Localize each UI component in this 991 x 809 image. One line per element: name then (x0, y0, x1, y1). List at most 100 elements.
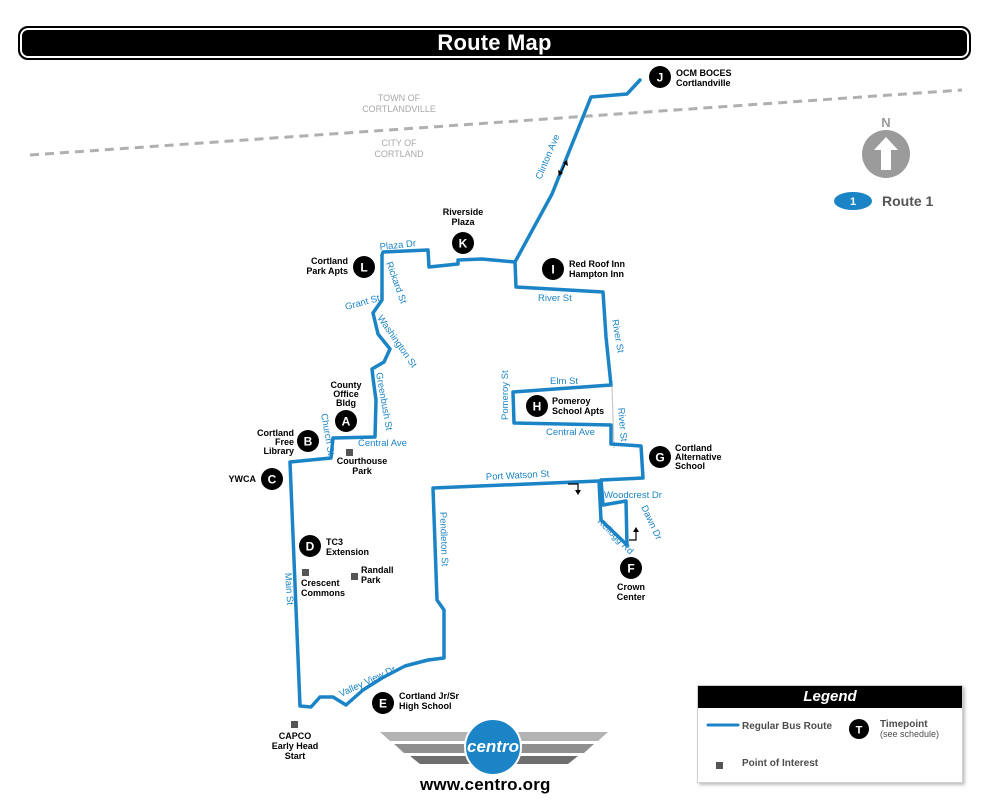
timepoint-g-letter: G (655, 451, 664, 465)
timepoint-f-name-line2: Center (617, 592, 646, 602)
north-arrow-icon (862, 130, 910, 178)
timepoint-k-letter: K (459, 237, 468, 251)
timepoint-c-letter: C (268, 473, 277, 487)
poi-capco: CAPCO Early Head Start (272, 721, 319, 761)
street-label-elm: Elm St (550, 376, 578, 387)
poi-courthouse-line1: Courthouse (337, 456, 388, 466)
boundary-south-line2: CORTLAND (374, 149, 424, 159)
timepoint-g-name-line1: Cortland (675, 443, 712, 453)
poi-courthouse-park: Courthouse Park (337, 449, 388, 476)
timepoint-b[interactable]: B Cortland Free Library (257, 428, 319, 456)
timepoint-d[interactable]: D TC3 Extension (299, 535, 369, 557)
timepoint-l-name-line1: Cortland (311, 256, 348, 266)
street-label-river-s: River St (615, 407, 629, 442)
timepoint-e-name-line1: Cortland Jr/Sr (399, 691, 460, 701)
poi-randall-park: Randall Park (351, 565, 394, 585)
timepoint-a-name-line1: County (331, 380, 362, 390)
poi-capco-line2: Early Head (272, 741, 319, 751)
poi-square-icon (291, 721, 298, 728)
street-label-central-e: Central Ave (546, 427, 595, 438)
legend-timepoint-sub: (see schedule) (880, 729, 940, 739)
street-label-river: River St (538, 293, 572, 304)
timepoint-d-letter: D (306, 540, 315, 554)
title-bar: Route Map (18, 26, 971, 60)
timepoint-f-name-line1: Crown (617, 582, 645, 592)
poi-crescent-line2: Commons (301, 588, 345, 598)
timepoint-b-name-line1: Cortland (257, 428, 294, 438)
timepoint-c-name: YWCA (229, 474, 257, 484)
poi-square-icon (351, 573, 358, 580)
timepoint-e-name-line2: High School (399, 701, 452, 711)
timepoint-b-letter: B (304, 435, 313, 449)
poi-crescent-line1: Crescent (301, 578, 340, 588)
street-label-dawn: Dawn Dr (638, 504, 664, 542)
timepoint-h-letter: H (533, 400, 542, 414)
poi-capco-line1: CAPCO (279, 731, 312, 741)
timepoint-a-name-line3: Bldg (336, 398, 356, 408)
boundary-north-line2: CORTLANDVILLE (362, 104, 436, 114)
timepoint-h-name-line2: School Apts (552, 406, 604, 416)
timepoint-a[interactable]: A County Office Bldg (331, 380, 362, 432)
page-title: Route Map (437, 30, 552, 55)
route-badge-number: 1 (850, 196, 856, 208)
timepoint-i-letter: I (551, 263, 554, 277)
timepoint-e[interactable]: E Cortland Jr/Sr High School (372, 691, 460, 714)
street-label-main: Main St (282, 572, 295, 605)
timepoint-h-name-line1: Pomeroy (552, 396, 591, 406)
timepoint-j-letter: J (657, 71, 664, 85)
timepoint-c[interactable]: C YWCA (229, 468, 284, 490)
timepoint-h[interactable]: H Pomeroy School Apts (526, 395, 604, 417)
street-label-plaza: Plaza Dr (379, 238, 416, 253)
poi-randall-line1: Randall (361, 565, 394, 575)
route-badge-label: Route 1 (882, 193, 934, 209)
street-label-rickard: Rickard St (383, 260, 408, 305)
timepoint-j[interactable]: J OCM BOCES Cortlandville (649, 66, 732, 88)
direction-arrow-icon (558, 160, 568, 176)
street-label-central-w: Central Ave (358, 438, 407, 449)
street-label-clinton: Clinton Ave (534, 133, 563, 181)
timepoint-f[interactable]: F Crown Center (617, 557, 646, 602)
boundary-north-line1: TOWN OF (378, 93, 421, 103)
legend-timepoint-label: Timepoint (880, 719, 928, 730)
street-label-river-n: River St (609, 319, 626, 355)
timepoint-b-name-line3: Library (263, 446, 294, 456)
timepoint-l-letter: L (360, 261, 367, 275)
legend-symbols: T (706, 719, 869, 769)
street-label-church: Church St (318, 413, 336, 457)
direction-arrow-icon (568, 483, 581, 495)
timepoint-l[interactable]: L Cortland Park Apts (306, 256, 375, 278)
poi-randall-line2: Park (361, 575, 382, 585)
legend-poi: Point of Interest (742, 758, 819, 769)
poi-square-icon (346, 449, 353, 456)
route-badge-icon (834, 192, 872, 210)
direction-arrow-icon (629, 527, 639, 541)
website-link[interactable]: www.centro.org (420, 775, 551, 794)
timepoint-i-name-line1: Red Roof Inn (569, 259, 625, 269)
centro-logo: centro (380, 718, 608, 776)
poi-capco-line3: Start (285, 751, 306, 761)
timepoint-g[interactable]: G Cortland Alternative School (649, 443, 722, 471)
timepoint-k-name-line2: Plaza (451, 217, 475, 227)
legend-poi-icon (716, 762, 723, 769)
legend-title: Legend (698, 686, 962, 708)
poi-square-icon (302, 569, 309, 576)
timepoint-l-name-line2: Park Apts (306, 266, 348, 276)
street-label-pendleton: Pendleton St (437, 512, 450, 567)
timepoint-i-name-line2: Hampton Inn (569, 269, 624, 279)
street-label-port-watson: Port Watson St (486, 469, 550, 483)
timepoint-j-name-line2: Cortlandville (676, 78, 731, 88)
timepoint-e-letter: E (379, 697, 387, 711)
timepoint-k-name-line1: Riverside (443, 207, 484, 217)
street-label-woodcrest: Woodcrest Dr (604, 490, 662, 501)
timepoint-i[interactable]: I Red Roof Inn Hampton Inn (542, 258, 625, 280)
street-label-kellogg: Kellogg Rd (595, 516, 636, 557)
timepoint-g-name-line3: School (675, 461, 705, 471)
legend-timepoint: Timepoint (see schedule) (880, 719, 939, 739)
timepoint-k[interactable]: K Riverside Plaza (443, 207, 484, 254)
legend-timepoint-icon (849, 719, 869, 739)
legend-regular-route: Regular Bus Route (742, 721, 833, 732)
boundary-south-line1: CITY OF (381, 138, 417, 148)
timepoint-d-name-line2: Extension (326, 547, 369, 557)
river-st-connector (611, 384, 615, 449)
